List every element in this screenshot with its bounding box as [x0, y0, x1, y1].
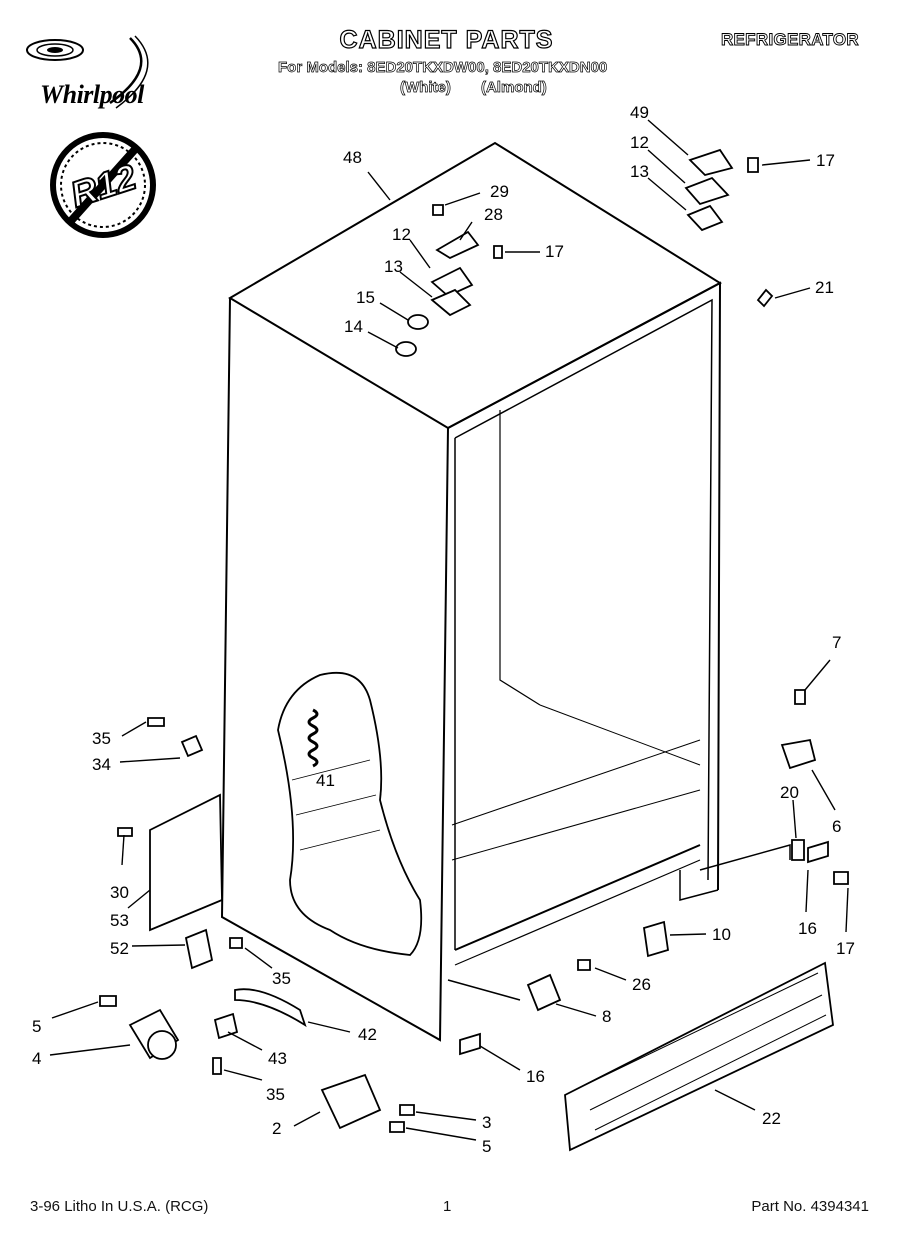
callout-48: 48	[343, 148, 362, 167]
part-number: Part No. 4394341	[751, 1198, 869, 1215]
callout-20: 20	[780, 783, 799, 802]
screw-35b-icon	[229, 937, 243, 949]
callout-12b: 12	[630, 133, 649, 152]
callout-22: 22	[762, 1109, 781, 1128]
callout-10: 10	[712, 925, 731, 944]
clip-16b-icon	[459, 1032, 481, 1056]
screw-17-icon	[493, 245, 503, 259]
bracket-6-icon	[780, 738, 817, 770]
block-10-icon	[642, 920, 670, 958]
bracket-8-icon	[526, 973, 562, 1012]
screw-29-icon	[432, 204, 444, 216]
callout-16b: 16	[526, 1067, 545, 1086]
hinge-13-icon	[430, 288, 472, 317]
callout-7: 7	[832, 633, 841, 652]
callout-49: 49	[630, 103, 649, 122]
page-title: CABINET PARTS	[339, 25, 554, 54]
callout-12: 12	[392, 225, 411, 244]
callout-53: 53	[110, 911, 129, 930]
callout-30: 30	[110, 883, 129, 902]
right-side-parts	[459, 689, 849, 1152]
callout-5b: 5	[482, 1137, 491, 1156]
whirlpool-logo: Whirlpool	[10, 28, 185, 123]
roller-2-icon	[320, 1073, 382, 1130]
callout-17c: 17	[836, 939, 855, 958]
callout-labels: 48 29 28 17 12 13 15 14 49 12 13 17 21 7…	[32, 103, 855, 1156]
bracket-52-icon	[184, 928, 214, 970]
callout-35: 35	[92, 729, 111, 748]
callout-43: 43	[268, 1049, 287, 1068]
screw-35-icon	[147, 717, 165, 727]
screw-3-icon	[399, 1104, 415, 1116]
screw-5b-icon	[389, 1121, 405, 1133]
left-side-parts	[99, 717, 415, 1133]
hinge-12-icon	[430, 266, 474, 298]
screw-17b-icon	[747, 157, 759, 173]
model-colors: (White) (Almond)	[400, 79, 548, 97]
bracket-16-icon	[807, 840, 829, 864]
callout-35c: 35	[266, 1085, 285, 1104]
callout-42: 42	[358, 1025, 377, 1044]
callout-21: 21	[815, 278, 834, 297]
callout-17: 17	[545, 242, 564, 261]
callout-29: 29	[490, 182, 509, 201]
hinge-cover-49-icon	[688, 148, 734, 177]
cabinet	[220, 141, 791, 1042]
plug-15-icon	[407, 314, 429, 330]
callout-2: 2	[272, 1119, 281, 1138]
screw-35c-icon	[212, 1057, 222, 1075]
callout-6: 6	[832, 817, 841, 836]
leader-lines	[49, 119, 849, 1141]
wheel-4-icon	[147, 1030, 177, 1060]
plug-14-icon	[395, 341, 417, 357]
hinge-cover-28-icon	[435, 230, 480, 260]
callout-17b: 17	[816, 151, 835, 170]
brand-name: Whirlpool	[40, 80, 144, 109]
hinge-13b-icon	[686, 204, 724, 232]
clip-21-icon	[756, 288, 774, 308]
callout-13: 13	[384, 257, 403, 276]
callout-8: 8	[602, 1007, 611, 1026]
bracket-20-icon	[791, 839, 805, 861]
callout-26: 26	[632, 975, 651, 994]
clip-34-icon	[180, 734, 204, 758]
callout-41: 41	[316, 771, 335, 790]
tube-42-icon	[234, 988, 307, 1028]
callout-14: 14	[344, 317, 363, 336]
appliance-type: REFRIGERATOR	[720, 30, 860, 50]
clamp-43-icon	[213, 1012, 239, 1040]
top-hinge-parts	[395, 148, 774, 357]
callout-35b: 35	[272, 969, 291, 988]
callout-28: 28	[484, 205, 503, 224]
model-numbers: For Models: 8ED20TKXDW00, 8ED20TKXDN00	[278, 59, 608, 77]
callout-13b: 13	[630, 162, 649, 181]
r12-badge: R12	[48, 130, 158, 240]
callout-4: 4	[32, 1049, 41, 1068]
screw-7-icon	[794, 689, 806, 705]
no-r12-icon: R12	[50, 132, 156, 238]
screw-26-icon	[577, 959, 591, 971]
callout-16: 16	[798, 919, 817, 938]
whirlpool-swirl-icon	[26, 35, 149, 109]
screw-5-icon	[99, 995, 117, 1007]
callout-34: 34	[92, 755, 111, 774]
screw-17c-icon	[833, 871, 849, 885]
screw-30-icon	[117, 827, 133, 837]
callout-3: 3	[482, 1113, 491, 1132]
callout-52: 52	[110, 939, 129, 958]
callout-15: 15	[356, 288, 375, 307]
print-info: 3-96 Litho In U.S.A. (RCG)	[30, 1198, 209, 1215]
page-number: 1	[443, 1198, 452, 1215]
callout-5: 5	[32, 1017, 41, 1036]
hinge-12b-icon	[684, 176, 730, 206]
bracket-53-icon	[149, 793, 223, 932]
